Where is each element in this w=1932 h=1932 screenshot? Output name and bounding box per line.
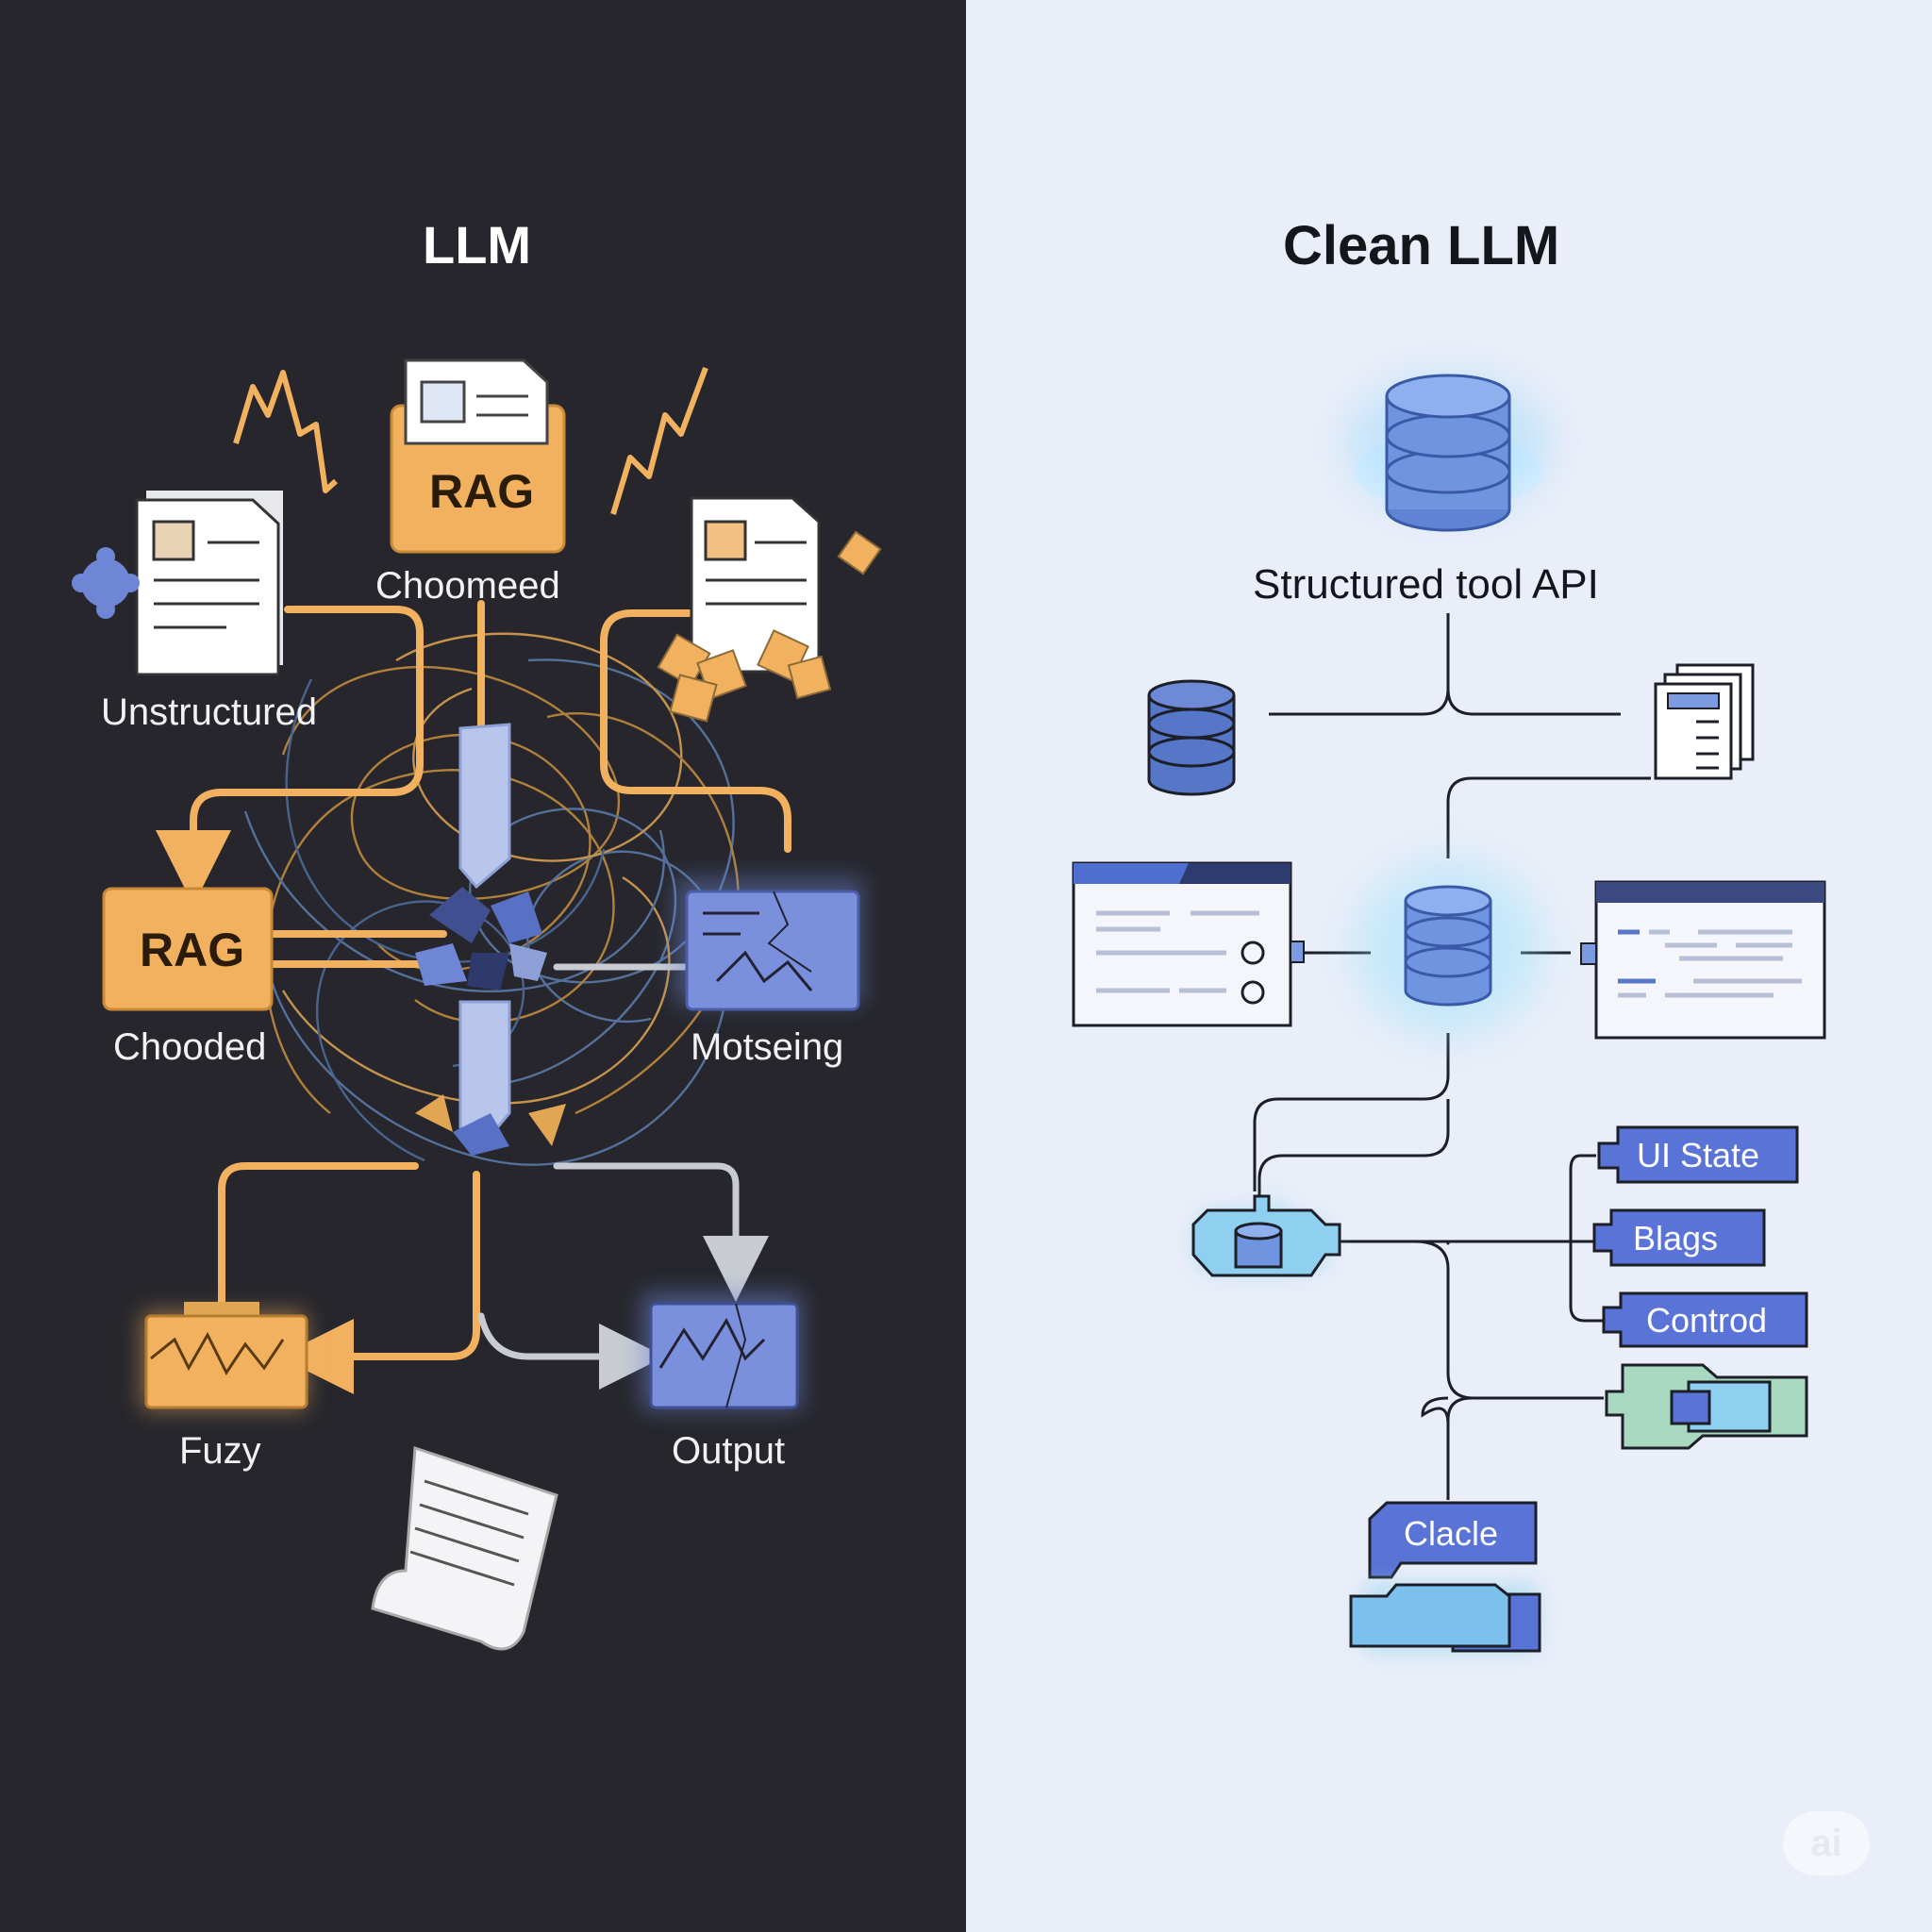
motseing-label: Motseing xyxy=(691,1026,844,1068)
database-icon-left xyxy=(1147,679,1236,796)
fuzy-label: Fuzy xyxy=(179,1430,261,1472)
window-panel-right xyxy=(1580,880,1826,1040)
connector-to-clacle xyxy=(1446,1396,1473,1500)
tag-ui-state-shape xyxy=(1597,1125,1799,1184)
rag-folder-caption: Choomeed xyxy=(375,565,560,607)
right-document xyxy=(690,496,821,674)
tag-control-shape xyxy=(1602,1291,1808,1348)
tag-green-block xyxy=(1605,1363,1808,1450)
fuzy-box xyxy=(142,1302,308,1410)
tag-clacle-shape xyxy=(1368,1501,1538,1579)
left-panel-title: LLM xyxy=(423,215,532,275)
folder-block-bottom xyxy=(1349,1583,1541,1653)
rag-folder-top xyxy=(390,358,566,554)
unstructured-label: Unstructured xyxy=(101,691,317,733)
broken-column xyxy=(415,723,566,1156)
scroll-document-icon xyxy=(371,1445,558,1651)
puzzle-blocks-icon xyxy=(657,530,882,723)
tag-blags-shape xyxy=(1592,1208,1766,1267)
output-label: Output xyxy=(672,1430,786,1472)
database-icon-center xyxy=(1404,885,1492,1007)
lightning-icon-left xyxy=(233,370,339,493)
rag-box-caption: Chooded xyxy=(113,1026,267,1068)
rag-box-label: RAG xyxy=(140,924,245,976)
tool-connector-icon xyxy=(1191,1194,1341,1277)
top-database-icon xyxy=(1344,373,1552,532)
motseing-panel xyxy=(675,877,863,1011)
window-panel-left xyxy=(1072,861,1305,1027)
tag-ui-state: UI State xyxy=(1637,1136,1760,1174)
documents-icon-right xyxy=(1654,663,1755,780)
tag-control: Controd xyxy=(1646,1301,1768,1340)
rag-box-left xyxy=(102,887,274,1011)
grey-connectors xyxy=(477,963,769,1390)
unstructured-document xyxy=(135,491,283,676)
orange-connectors xyxy=(156,600,791,1394)
lightning-icon-right xyxy=(610,366,708,515)
tag-blags: Blags xyxy=(1633,1219,1719,1257)
tag-clacle: Clacle xyxy=(1404,1514,1499,1553)
right-panel-title: Clean LLM xyxy=(1283,215,1560,276)
watermark-badge: ai xyxy=(1783,1811,1870,1875)
gear-icon-left xyxy=(72,547,140,619)
output-box xyxy=(641,1292,802,1410)
rag-folder-label: RAG xyxy=(429,465,535,518)
structured-tool-api-label: Structured tool API xyxy=(1253,561,1599,608)
